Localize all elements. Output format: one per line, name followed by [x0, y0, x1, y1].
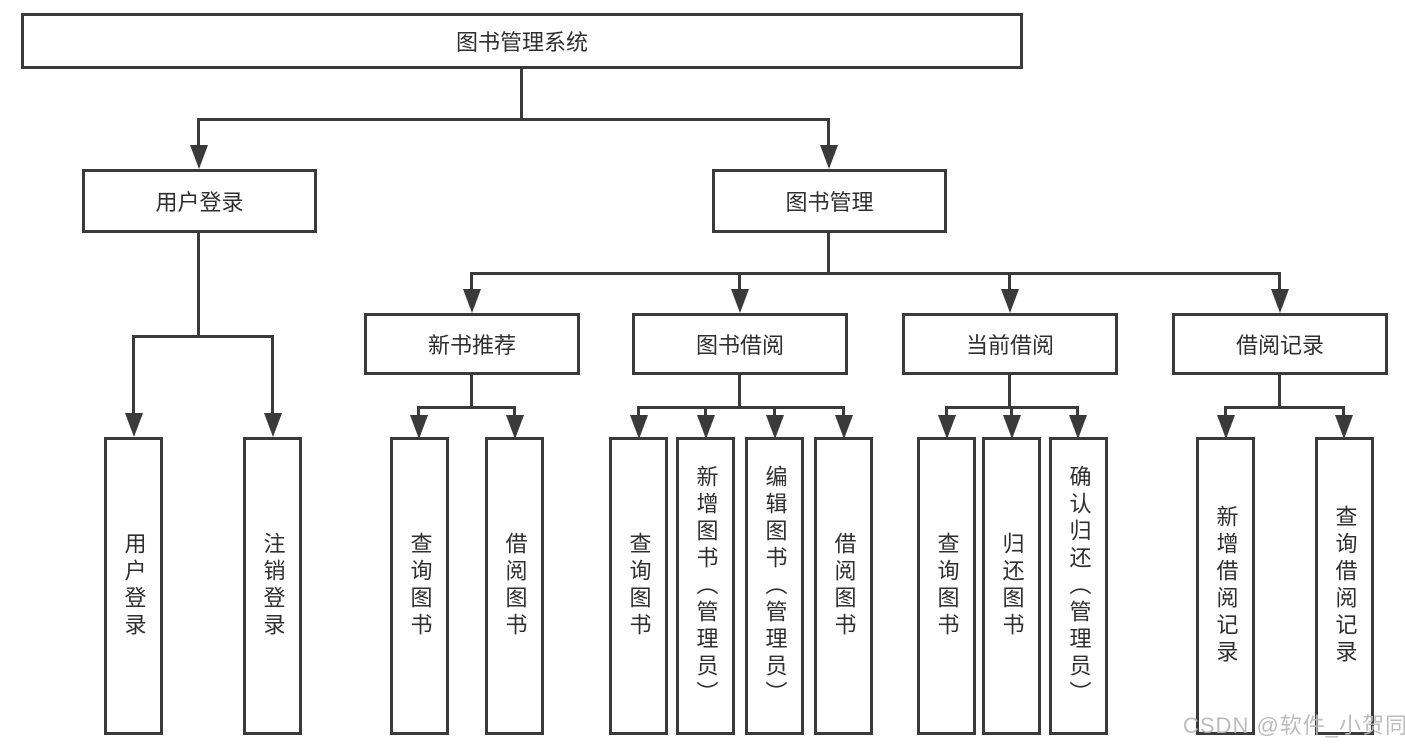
connector-line: [1008, 375, 1011, 406]
connector-line: [1342, 406, 1345, 415]
connector-line: [704, 406, 707, 415]
node-book-management-label: 图书管理: [785, 190, 874, 215]
node-root: 图书管理系统: [21, 13, 1023, 69]
leaf-confirm-return-admin-label: 确认归还（管理员）: [1066, 464, 1092, 708]
arrow-down-icon: [630, 415, 648, 439]
connector-line: [470, 272, 1280, 275]
arrow-down-icon: [1217, 415, 1235, 439]
connector-line: [945, 406, 948, 415]
node-current-borrow-label: 当前借阅: [965, 333, 1054, 358]
connector-line: [470, 272, 473, 289]
leaf-recommend-borrow-books-label: 借阅图书: [502, 532, 528, 640]
arrow-down-icon: [410, 415, 428, 439]
arrow-down-icon: [820, 145, 838, 169]
connector-line: [513, 406, 516, 415]
leaf-add-borrow-record: 新增借阅记录: [1196, 437, 1255, 735]
arrow-down-icon: [731, 289, 749, 313]
connector-line: [197, 233, 200, 335]
leaf-logout: 注销登录: [243, 437, 302, 735]
connector-line: [197, 118, 830, 121]
node-borrow-records-label: 借阅记录: [1235, 333, 1324, 358]
connector-line: [827, 233, 830, 272]
leaf-current-query-books-label: 查询图书: [934, 532, 960, 640]
connector-line: [738, 272, 741, 289]
node-new-book-recommend: 新书推荐: [364, 313, 580, 375]
leaf-confirm-return-admin: 确认归还（管理员）: [1049, 437, 1108, 735]
leaf-recommend-borrow-books: 借阅图书: [485, 437, 544, 735]
leaf-edit-books-admin: 编辑图书（管理员）: [745, 437, 804, 735]
arrow-down-icon: [1271, 289, 1289, 313]
arrow-down-icon: [190, 145, 208, 169]
arrow-down-icon: [938, 415, 956, 439]
connector-line: [637, 406, 640, 415]
leaf-query-borrow-record: 查询借阅记录: [1315, 437, 1374, 735]
leaf-recommend-query-books-label: 查询图书: [407, 532, 433, 640]
node-root-label: 图书管理系统: [455, 30, 588, 55]
arrow-down-icon: [264, 413, 282, 437]
connector-line: [842, 406, 845, 415]
node-book-borrow-label: 图书借阅: [695, 333, 784, 358]
arrow-down-icon: [1003, 415, 1021, 439]
leaf-query-borrow-record-label: 查询借阅记录: [1332, 505, 1358, 667]
connector-line: [637, 406, 844, 409]
leaf-logout-label: 注销登录: [260, 532, 286, 640]
leaf-borrow-books: 借阅图书: [814, 437, 873, 735]
connector-line: [1278, 375, 1281, 406]
leaf-user-login: 用户登录: [104, 437, 163, 735]
arrow-down-icon: [697, 415, 715, 439]
connector-line: [197, 118, 200, 146]
connector-line: [1076, 406, 1079, 415]
connector-line: [1224, 406, 1344, 409]
leaf-edit-books-admin-label: 编辑图书（管理员）: [762, 464, 788, 708]
connector-line: [1010, 406, 1013, 415]
node-book-borrow: 图书借阅: [632, 313, 848, 375]
connector-line: [417, 406, 420, 415]
leaf-current-query-books: 查询图书: [917, 437, 976, 735]
csdn-watermark: CSDN @软件_小贺同学: [1183, 713, 1405, 738]
leaf-borrow-books-label: 借阅图书: [831, 532, 857, 640]
leaf-add-borrow-record-label: 新增借阅记录: [1213, 505, 1239, 667]
leaf-recommend-query-books: 查询图书: [390, 437, 449, 735]
connector-line: [1278, 272, 1281, 289]
arrow-down-icon: [1069, 415, 1087, 439]
arrow-down-icon: [766, 415, 784, 439]
arrow-down-icon: [1335, 415, 1353, 439]
connector-line: [520, 69, 523, 118]
connector-line: [470, 375, 473, 406]
leaf-return-books-label: 归还图书: [999, 532, 1025, 640]
arrow-down-icon: [463, 289, 481, 313]
connector-line: [417, 406, 516, 409]
node-new-book-recommend-label: 新书推荐: [427, 333, 516, 358]
connector-line: [1224, 406, 1227, 415]
node-user-login: 用户登录: [82, 169, 317, 233]
leaf-borrow-query-books-label: 查询图书: [626, 532, 652, 640]
connector-line: [271, 335, 274, 413]
leaf-return-books: 归还图书: [982, 437, 1041, 735]
leaf-user-login-label: 用户登录: [121, 532, 147, 640]
arrow-down-icon: [506, 415, 524, 439]
connector-line: [773, 406, 776, 415]
node-borrow-records: 借阅记录: [1172, 313, 1388, 375]
leaf-add-books-admin: 新增图书（管理员）: [676, 437, 735, 735]
node-current-borrow: 当前借阅: [902, 313, 1118, 375]
connector-line: [132, 335, 135, 413]
connector-line: [738, 375, 741, 406]
connector-line: [1008, 272, 1011, 289]
node-book-management: 图书管理: [712, 169, 947, 233]
connector-line: [827, 118, 830, 146]
arrow-down-icon: [835, 415, 853, 439]
node-user-login-label: 用户登录: [155, 190, 244, 215]
leaf-borrow-query-books: 查询图书: [609, 437, 668, 735]
connector-line: [132, 335, 274, 338]
arrow-down-icon: [1001, 289, 1019, 313]
leaf-add-books-admin-label: 新增图书（管理员）: [693, 464, 719, 708]
arrow-down-icon: [125, 413, 143, 437]
